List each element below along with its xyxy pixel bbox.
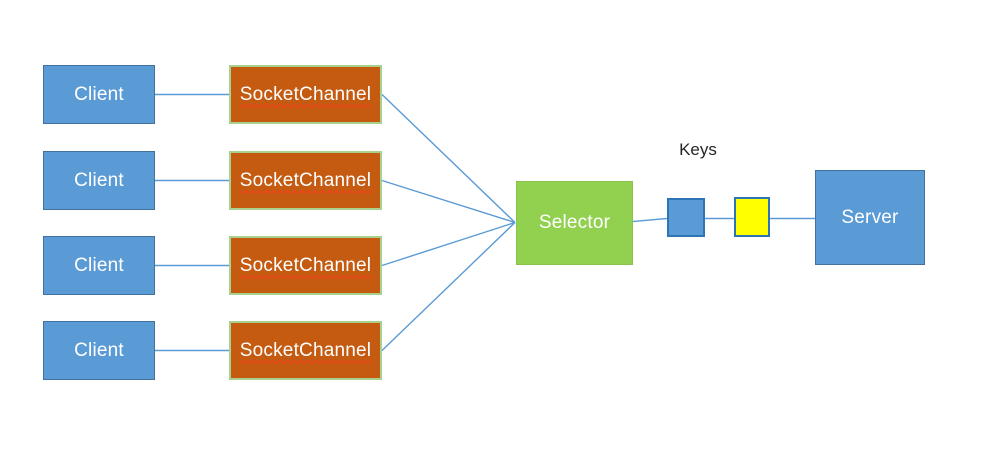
server-label: Server	[841, 206, 899, 228]
socketchannel-box-2: SocketChannel	[229, 151, 382, 210]
client-label: Client	[74, 83, 124, 105]
selection-key-blue-box	[667, 198, 705, 237]
socketchannel-box-1: SocketChannel	[229, 65, 382, 124]
socketchannel-label: SocketChannel	[239, 339, 372, 361]
connector-channel2-selector	[381, 179, 516, 224]
client-box-3: Client	[43, 236, 155, 295]
connector-channel1-selector	[381, 93, 516, 224]
keys-label: Keys	[679, 140, 717, 159]
selector-box: Selector	[516, 181, 633, 265]
socketchannel-label: SocketChannel	[239, 169, 372, 191]
server-box: Server	[815, 170, 925, 265]
client-label: Client	[74, 254, 124, 276]
client-label: Client	[74, 339, 124, 361]
socketchannel-box-4: SocketChannel	[229, 321, 382, 380]
client-box-4: Client	[43, 321, 155, 380]
socketchannel-label: SocketChannel	[239, 83, 372, 105]
connector-channel3-selector	[381, 221, 516, 267]
client-box-2: Client	[43, 151, 155, 210]
connector-channel4-selector	[381, 221, 516, 352]
connector-selector-key1	[632, 217, 668, 223]
client-label: Client	[74, 169, 124, 191]
socketchannel-box-3: SocketChannel	[229, 236, 382, 295]
socketchannel-label: SocketChannel	[239, 254, 372, 276]
selector-label: Selector	[538, 212, 611, 233]
selection-key-yellow-box	[734, 197, 770, 237]
client-box-1: Client	[43, 65, 155, 124]
